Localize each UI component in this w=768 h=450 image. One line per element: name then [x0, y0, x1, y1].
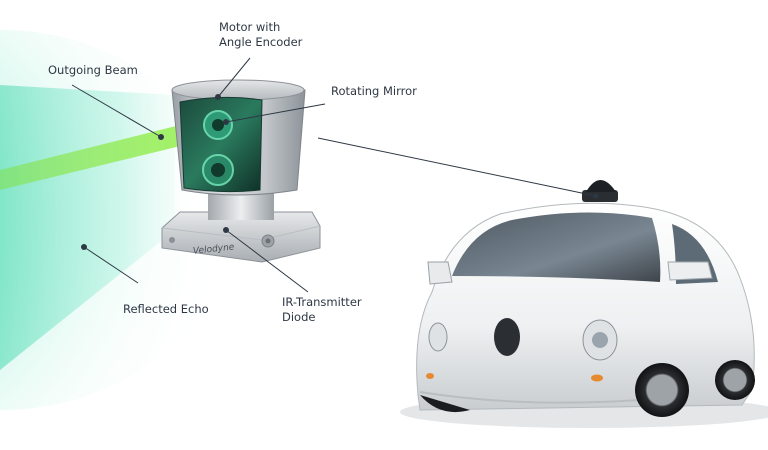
label-motor-angle-encoder: Motor with Angle Encoder — [219, 20, 302, 50]
label-outgoing-beam: Outgoing Beam — [48, 63, 138, 77]
dot-rotating-mirror — [223, 119, 229, 125]
car-wheel-front — [635, 363, 689, 417]
car-headlight-left — [428, 322, 448, 352]
leader-lines — [71, 57, 597, 293]
sensor-brand: Velodyne — [193, 242, 236, 256]
leader-outgoing-beam — [71, 84, 162, 138]
car-nose-sensor — [494, 318, 520, 356]
sensor-window — [179, 96, 263, 193]
leader-rotating-mirror — [225, 103, 326, 123]
outgoing-beam — [0, 120, 205, 190]
velodyne-sensor: Velodyne — [161, 79, 321, 263]
dot-reflected-echo — [81, 244, 87, 250]
leader-ir-transmitter — [225, 229, 309, 293]
dot-outgoing-beam — [158, 134, 164, 140]
dot-ir-transmitter — [223, 227, 229, 233]
label-ir-transmitter-diode: IR-Transmitter Diode — [282, 295, 362, 325]
leader-motor — [217, 57, 251, 98]
self-driving-car — [400, 180, 768, 428]
sensor-neck — [208, 192, 274, 220]
car-mirror — [427, 261, 453, 285]
leader-car-lidar — [317, 137, 597, 197]
sensor-top — [171, 79, 305, 101]
car-lidar-dome — [586, 180, 616, 192]
label-motor-line-1: Motor with — [219, 20, 281, 34]
leader-reflected-echo — [83, 246, 139, 284]
dot-car-lidar — [593, 193, 599, 199]
label-reflected-echo: Reflected Echo — [123, 302, 209, 316]
label-motor-line-2: Angle Encoder — [219, 35, 303, 49]
car-wheel-rear — [715, 360, 755, 400]
car-windshield — [452, 212, 661, 282]
label-ir-line-2: Diode — [282, 310, 316, 324]
label-rotating-mirror: Rotating Mirror — [331, 84, 417, 98]
dot-motor — [215, 94, 221, 100]
label-ir-line-1: IR-Transmitter — [282, 295, 362, 309]
leader-dots — [81, 94, 599, 250]
